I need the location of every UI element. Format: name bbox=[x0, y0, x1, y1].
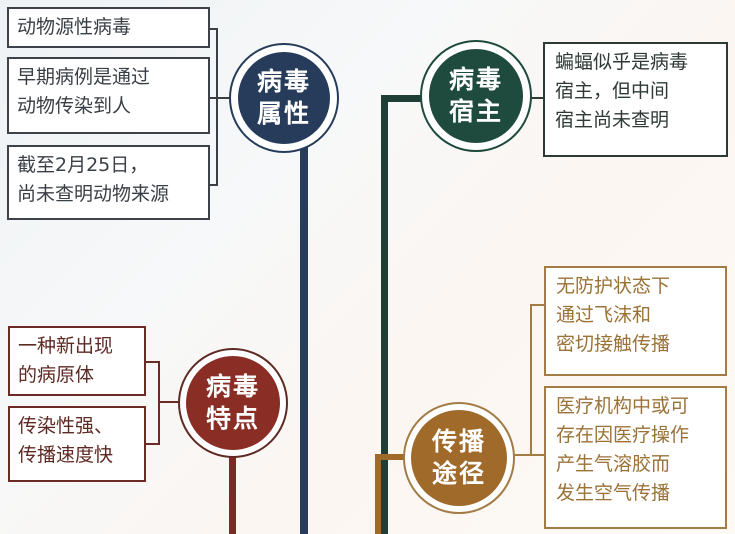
timeline-stem bbox=[229, 455, 236, 534]
info-box: 一种新出现 的病原体 bbox=[8, 326, 146, 396]
bracket-connector bbox=[145, 361, 159, 363]
timeline-stem bbox=[381, 95, 423, 102]
title-circle: 病毒 宿主 bbox=[429, 49, 523, 143]
title-line: 传播 bbox=[431, 427, 486, 456]
bracket-connector bbox=[510, 454, 544, 456]
bracket-connector bbox=[158, 361, 160, 445]
title-line: 病毒 bbox=[448, 65, 503, 94]
bracket-connector bbox=[530, 304, 544, 306]
bracket-connector bbox=[145, 443, 159, 445]
info-box: 蝙蝠似乎是病毒 宿主，但中间 宿主尚未查明 bbox=[543, 42, 728, 157]
timeline-stem bbox=[300, 140, 308, 534]
title-circle: 传播 途径 bbox=[411, 410, 507, 506]
title-line: 特点 bbox=[205, 404, 260, 433]
info-box: 医疗机构中或可 存在因医疗操作 产生气溶胶而 发生空气传播 bbox=[544, 386, 727, 529]
bracket-connector bbox=[208, 28, 218, 30]
title-line: 病毒 bbox=[256, 67, 311, 96]
info-box: 早期病例是通过 动物传染到人 bbox=[7, 57, 210, 134]
title-circle: 病毒 特点 bbox=[186, 356, 280, 450]
title-circle: 病毒 属性 bbox=[238, 52, 330, 144]
bracket-connector bbox=[208, 97, 230, 99]
info-box: 动物源性病毒 bbox=[7, 7, 210, 48]
bracket-connector bbox=[158, 401, 180, 403]
bracket-connector bbox=[208, 184, 218, 186]
title-line: 属性 bbox=[256, 99, 311, 128]
info-box: 截至2月25日， 尚未查明动物来源 bbox=[7, 145, 210, 220]
title-line: 病毒 bbox=[205, 372, 260, 401]
timeline-stem bbox=[381, 95, 388, 534]
info-box: 传染性强、 传播速度快 bbox=[8, 406, 146, 482]
timeline-stem bbox=[375, 454, 381, 534]
title-line: 宿主 bbox=[448, 97, 503, 126]
info-box: 无防护状态下 通过飞沫和 密切接触传播 bbox=[544, 266, 727, 376]
bracket-connector bbox=[530, 97, 544, 99]
bracket-connector bbox=[216, 28, 218, 186]
title-line: 途径 bbox=[431, 459, 486, 488]
timeline-stem bbox=[375, 454, 417, 460]
bracket-connector bbox=[530, 304, 532, 456]
